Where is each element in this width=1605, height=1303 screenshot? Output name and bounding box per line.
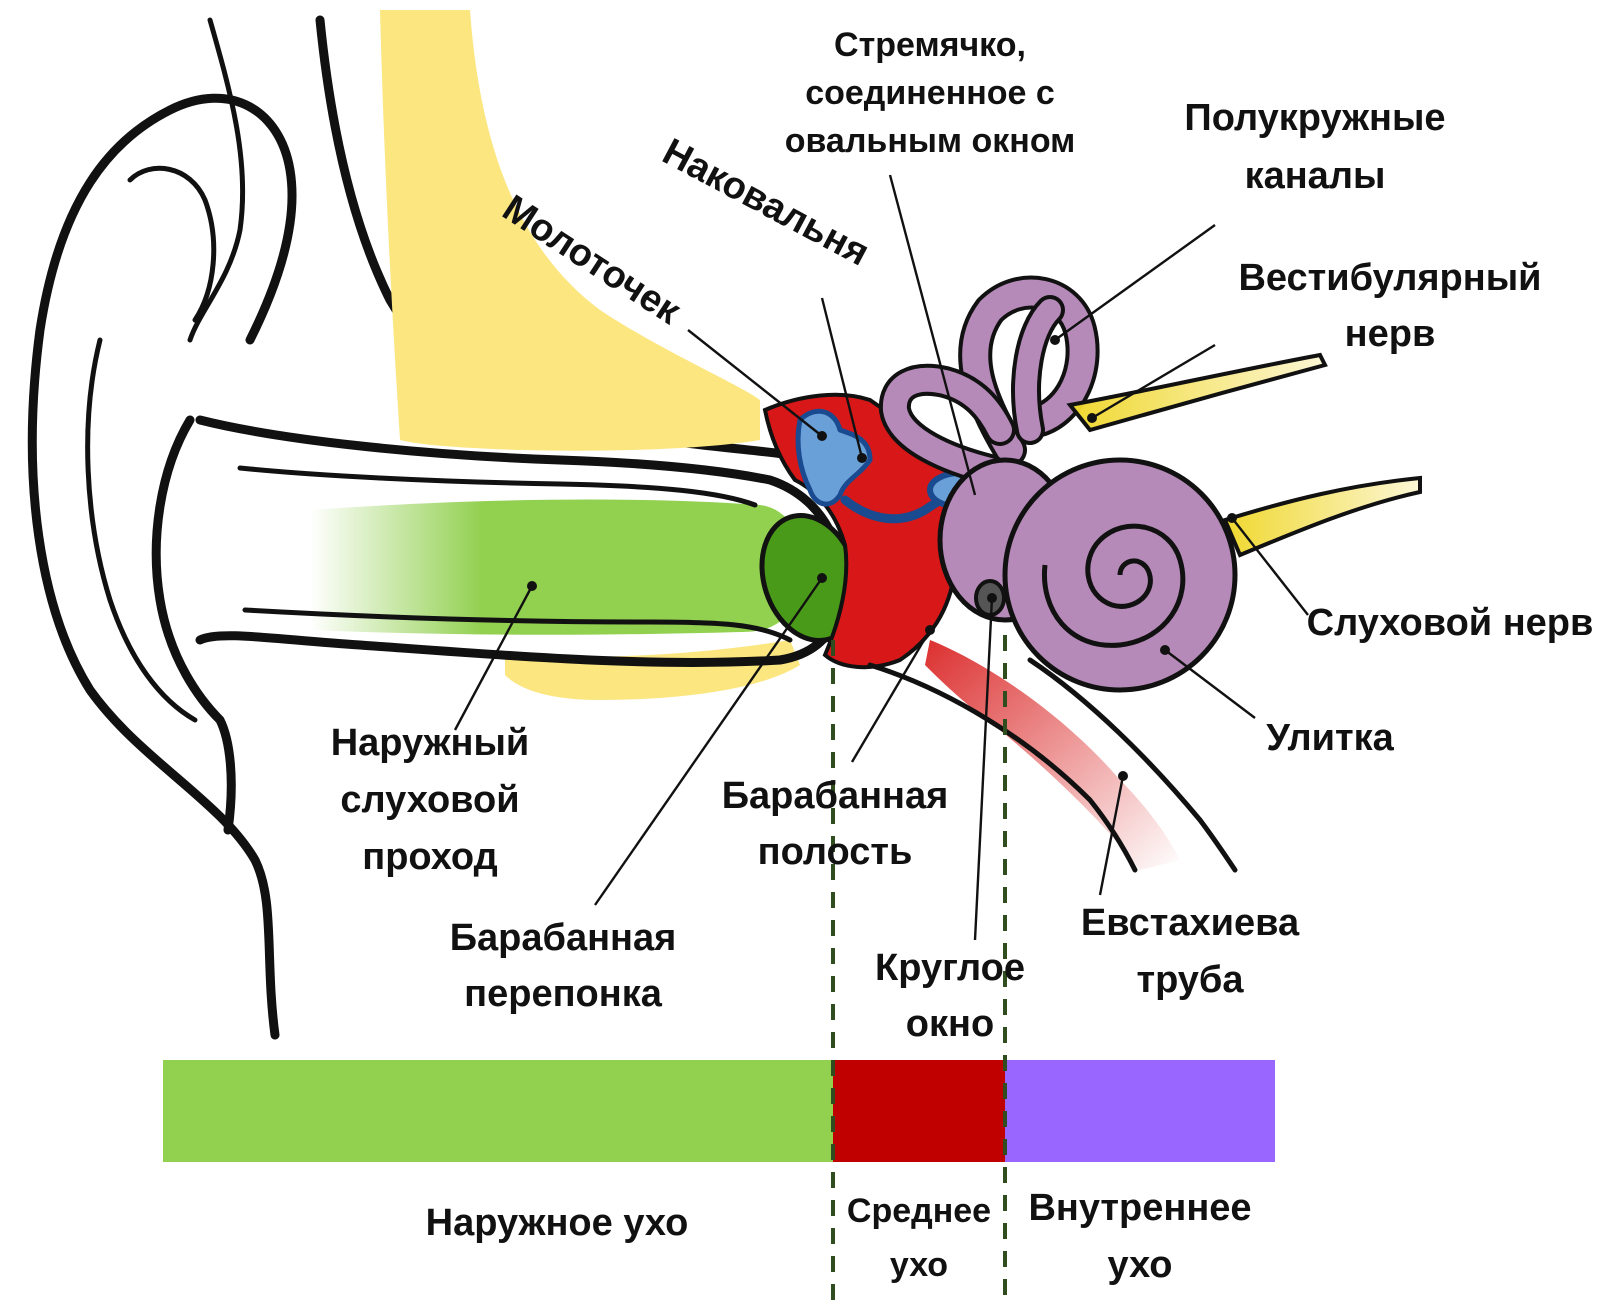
section-inner-ear-label-line1: Внутреннее xyxy=(1028,1187,1251,1229)
section-middle-ear-label-line2: ухо xyxy=(890,1246,948,1284)
label-stapes-line3: овальным окном xyxy=(785,122,1076,160)
label-eustachian-line2: труба xyxy=(1136,959,1244,1001)
label-stapes-line1: Стремячко, xyxy=(834,26,1026,64)
label-semicircular-line2: каналы xyxy=(1245,155,1386,197)
label-semicircular-line1: Полукружные xyxy=(1184,97,1445,139)
label-canal-line3: проход xyxy=(362,836,497,878)
label-round-window-line1: Круглое xyxy=(875,947,1025,989)
middle-ear-bar xyxy=(833,1060,1005,1162)
label-vestibular-line2: нерв xyxy=(1345,313,1436,355)
vestibular-nerve-shape xyxy=(1070,355,1325,430)
label-canal-line1: Наружный xyxy=(331,722,530,764)
temporal-bone-lower xyxy=(505,640,800,700)
section-inner-ear-label-line2: ухо xyxy=(1108,1244,1173,1286)
label-eardrum-line1: Барабанная xyxy=(450,917,677,959)
label-tympanic-cavity-line2: полость xyxy=(758,831,913,873)
outer-ear-bar xyxy=(163,1060,833,1162)
inner-ear-bar xyxy=(1005,1060,1275,1162)
section-outer-ear-label: Наружное ухо xyxy=(426,1202,689,1244)
label-cochlea: Улитка xyxy=(1266,717,1394,759)
auditory-nerve-shape xyxy=(1225,478,1420,555)
label-round-window-line2: окно xyxy=(906,1003,994,1045)
label-stapes-line2: соединенное с xyxy=(805,74,1055,112)
label-eardrum-line2: перепонка xyxy=(464,973,663,1015)
label-canal-line2: слуховой xyxy=(340,779,519,821)
label-tympanic-cavity-line1: Барабанная xyxy=(722,775,949,817)
label-vestibular-line1: Вестибулярный xyxy=(1238,257,1541,299)
section-middle-ear-label-line1: Среднее xyxy=(847,1192,991,1230)
label-auditory-nerve: Слуховой нерв xyxy=(1307,602,1594,644)
label-eustachian-line1: Евстахиева xyxy=(1081,902,1300,944)
